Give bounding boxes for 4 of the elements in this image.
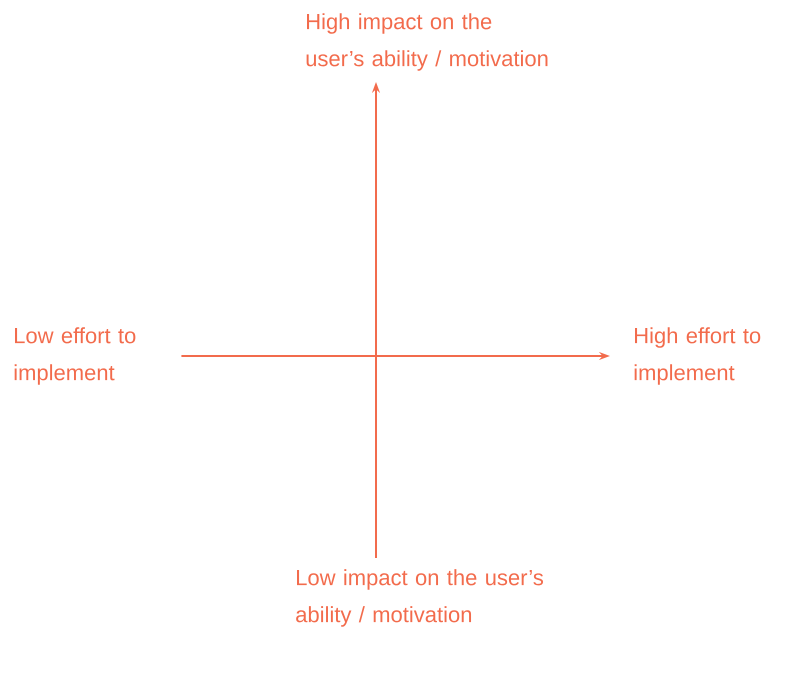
axis-label: Low effort to implement [14, 327, 136, 385]
axis-label: High effort to implement [634, 327, 760, 385]
axis-label: High impact on the user’s ability / motivation [306, 13, 548, 71]
axis-label: Low impact on the user’s ability / motivation [296, 569, 544, 627]
